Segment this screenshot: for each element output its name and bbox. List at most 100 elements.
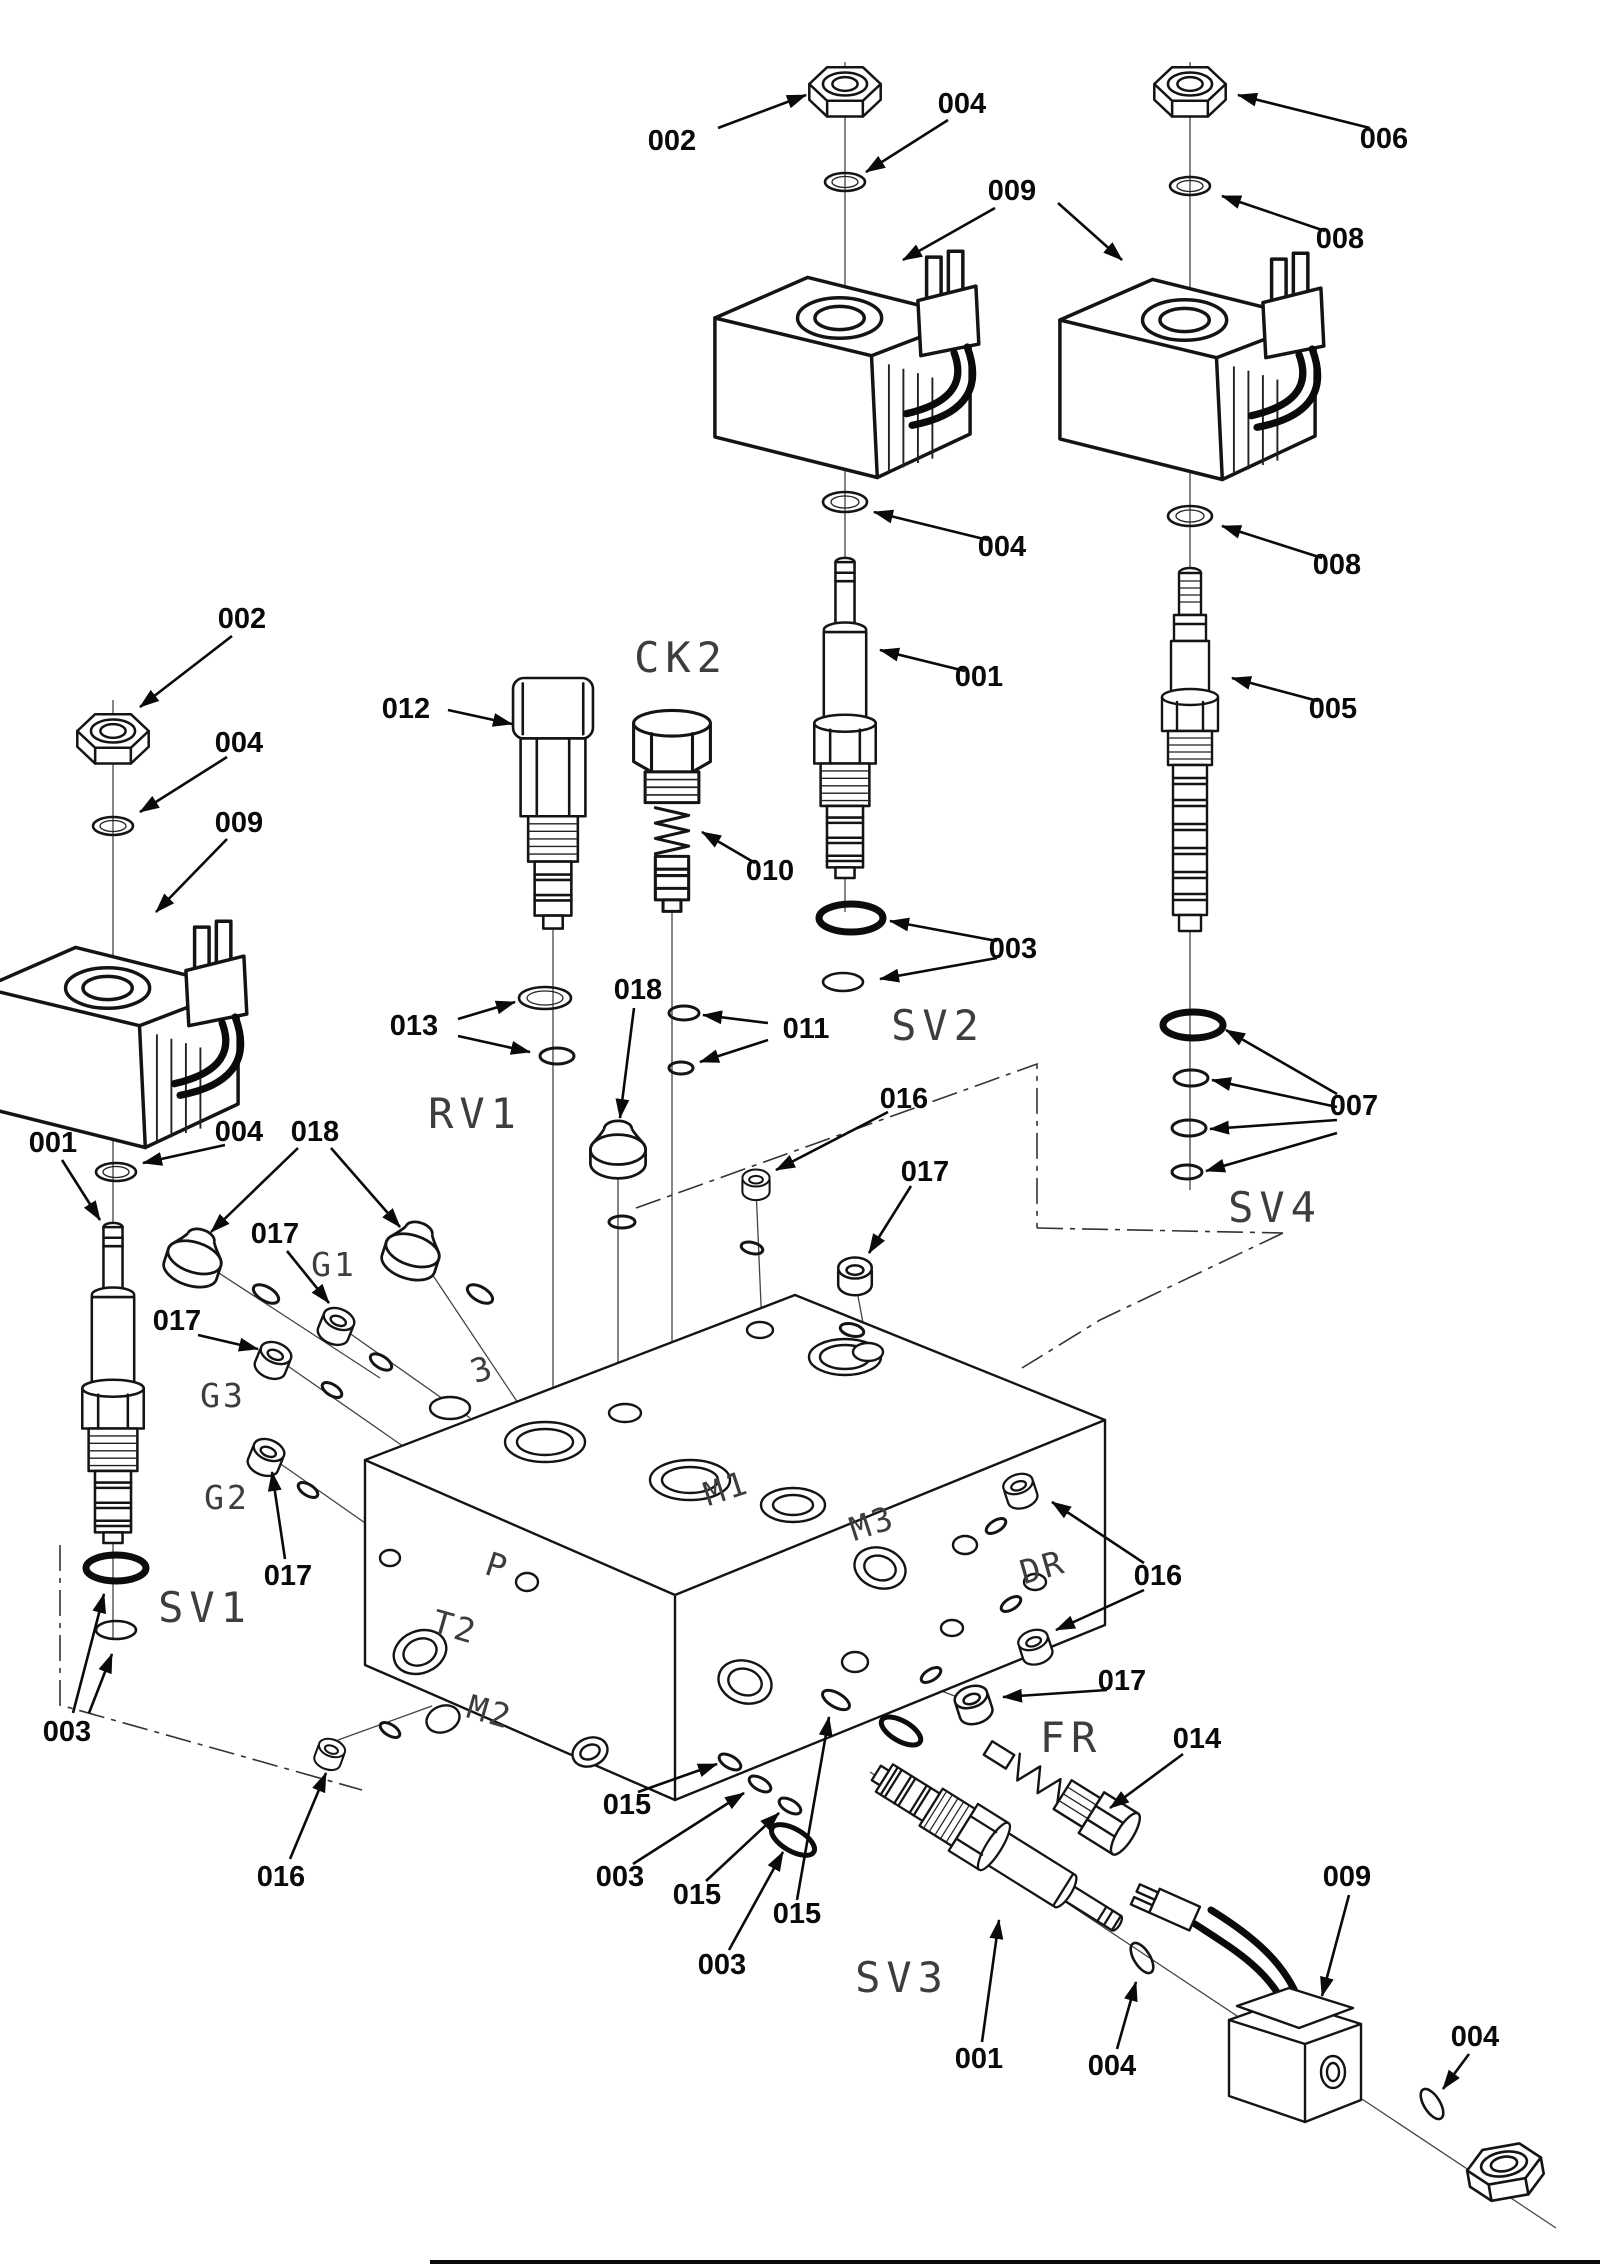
callout-oring-below-coil-center: 004: [978, 531, 1026, 563]
callout-plugs-dr: 016: [1134, 1560, 1182, 1592]
leader-arrows: [60, 92, 1471, 2090]
callout-nut-right: 006: [1360, 123, 1408, 155]
oring-under-nut-center: [823, 171, 867, 193]
callout-oring-sv3: 004: [1088, 2050, 1136, 2082]
callout-plug-top-face-small: 016: [880, 1083, 928, 1115]
cartridge-sv3: [860, 1748, 1136, 1950]
oring-below-coil-right: [1166, 504, 1214, 528]
hex-nut-bottom: [1462, 2138, 1549, 2206]
callout-orings-sv1-base: 003: [43, 1716, 91, 1748]
ring-dr-2: [999, 1595, 1023, 1613]
phantom-boundaries: [59, 1062, 1284, 1791]
callout-plug-center: 018: [614, 974, 662, 1006]
port-label-g3: G3: [200, 1376, 246, 1415]
callout-orings-ck2-base: 011: [783, 1013, 830, 1045]
callout-backup-ring-2: 015: [673, 1879, 721, 1911]
port-label-fr: FR: [1040, 1713, 1103, 1762]
ring-dr-1: [984, 1517, 1008, 1535]
wire-connector: [1129, 1883, 1202, 1932]
callout-labels: 002 004 009 006 008 004 008 001 005 012 …: [29, 88, 1499, 2082]
ring-g3: [320, 1381, 344, 1399]
port-label-sv4: SV4: [1228, 1183, 1322, 1232]
oring-bottom: [1419, 2087, 1445, 2121]
callout-coil-bottom: 009: [1323, 1861, 1371, 1893]
port-label-g2: G2: [204, 1478, 250, 1517]
ring-016-top: [739, 1240, 765, 1256]
callout-plugs-left-pair: 018: [291, 1116, 339, 1148]
port-label-ck2: CK2: [634, 633, 728, 682]
callout-cartridge-sv4: 005: [1309, 693, 1357, 725]
callout-check-valve: 010: [746, 855, 794, 887]
callout-cartridge-sv2: 001: [955, 661, 1003, 693]
solenoid-coil-right: [1060, 253, 1324, 479]
plug-018-center: [589, 1119, 647, 1180]
callout-backup-ring-1: 015: [603, 1789, 651, 1821]
callout-plug-g2: 017: [264, 1560, 312, 1592]
plug-018-left-1: [158, 1220, 232, 1295]
callout-oring-under-nut-center: 004: [938, 88, 986, 120]
callout-oring-port-2: 003: [698, 1949, 746, 1981]
port-label-rv1: RV1: [428, 1089, 522, 1138]
callout-orings-sv2-base: 003: [989, 933, 1037, 965]
port-label-g1: G1: [311, 1245, 357, 1284]
oring-under-nut-left: [91, 815, 135, 837]
callout-oring-under-nut-right: 008: [1316, 223, 1364, 255]
cartridge-sv4: [1160, 566, 1220, 933]
block-left-face-ports: [378, 1548, 609, 1768]
callout-oring-bottom: 004: [1451, 2021, 1499, 2053]
callout-orings-rv1-base: 013: [390, 1010, 438, 1042]
hex-nut-center: [808, 65, 882, 118]
ring-016-bottom-left: [378, 1721, 402, 1739]
block-top-ports: [428, 1320, 885, 1524]
port-label-sv3: SV3: [855, 1953, 949, 2002]
callout-plug-top-face: 017: [901, 1156, 949, 1188]
plug-017-g3: [250, 1336, 296, 1385]
plug-017-g2: [243, 1433, 289, 1482]
cartridge-sv2: [812, 556, 878, 880]
callout-valve-fr: 014: [1173, 1723, 1221, 1755]
solenoid-coil-left: [0, 921, 247, 1147]
callout-oring-below-coil-right: 008: [1313, 549, 1361, 581]
callout-oring-port-1: 003: [596, 1861, 644, 1893]
relief-valve-rv1: [511, 676, 595, 930]
callout-oring-under-nut-left: 004: [215, 727, 263, 759]
flow-valve-fr: [982, 1740, 1141, 1856]
orings-sv1-base: [82, 1551, 150, 1641]
callout-oring-below-coil-left: 004: [215, 1116, 263, 1148]
callout-cartridge-sv3: 001: [955, 2043, 1003, 2075]
callout-plug-bottom-left: 016: [257, 1861, 305, 1893]
ring-017-right: [919, 1666, 943, 1684]
callout-nut-left: 002: [218, 603, 266, 635]
ring-g1: [368, 1352, 394, 1372]
oring-under-nut-right: [1168, 175, 1212, 197]
callout-plug-g3: 017: [153, 1305, 201, 1337]
orings-ck2-base: [667, 1004, 701, 1076]
plug-016-top: [741, 1168, 771, 1202]
callout-backup-ring-3: 015: [773, 1898, 821, 1930]
solenoid-coil-bottom: [1129, 1883, 1363, 2124]
check-valve-ck2: [632, 708, 712, 913]
orings-sv2-base: [815, 900, 887, 993]
hex-nut-left: [76, 712, 150, 765]
port-label-sv1: SV1: [158, 1583, 252, 1632]
callout-cartridge-sv1: 001: [29, 1127, 77, 1159]
plug-017-right: [950, 1680, 997, 1730]
block-right-face-ports: [717, 1534, 1048, 1705]
callout-coil-pair: 009: [988, 175, 1036, 207]
ring-018-center: [607, 1214, 637, 1230]
callout-orings-sv4-base: 007: [1330, 1090, 1378, 1122]
callout-coil-left: 009: [215, 807, 263, 839]
plug-016-bottom-left: [310, 1734, 349, 1775]
ring-018-left-2: [465, 1283, 495, 1305]
oring-below-coil-center: [821, 490, 869, 514]
callout-relief-valve: 012: [382, 693, 430, 725]
plug-017-g1: [313, 1302, 359, 1351]
ring-018-left-1: [251, 1283, 281, 1305]
plug-017-top: [836, 1256, 874, 1297]
oring-below-coil-left: [94, 1161, 138, 1183]
solenoid-coil-center: [715, 251, 979, 477]
ring-g2: [296, 1481, 320, 1499]
hex-nut-right: [1153, 65, 1227, 118]
